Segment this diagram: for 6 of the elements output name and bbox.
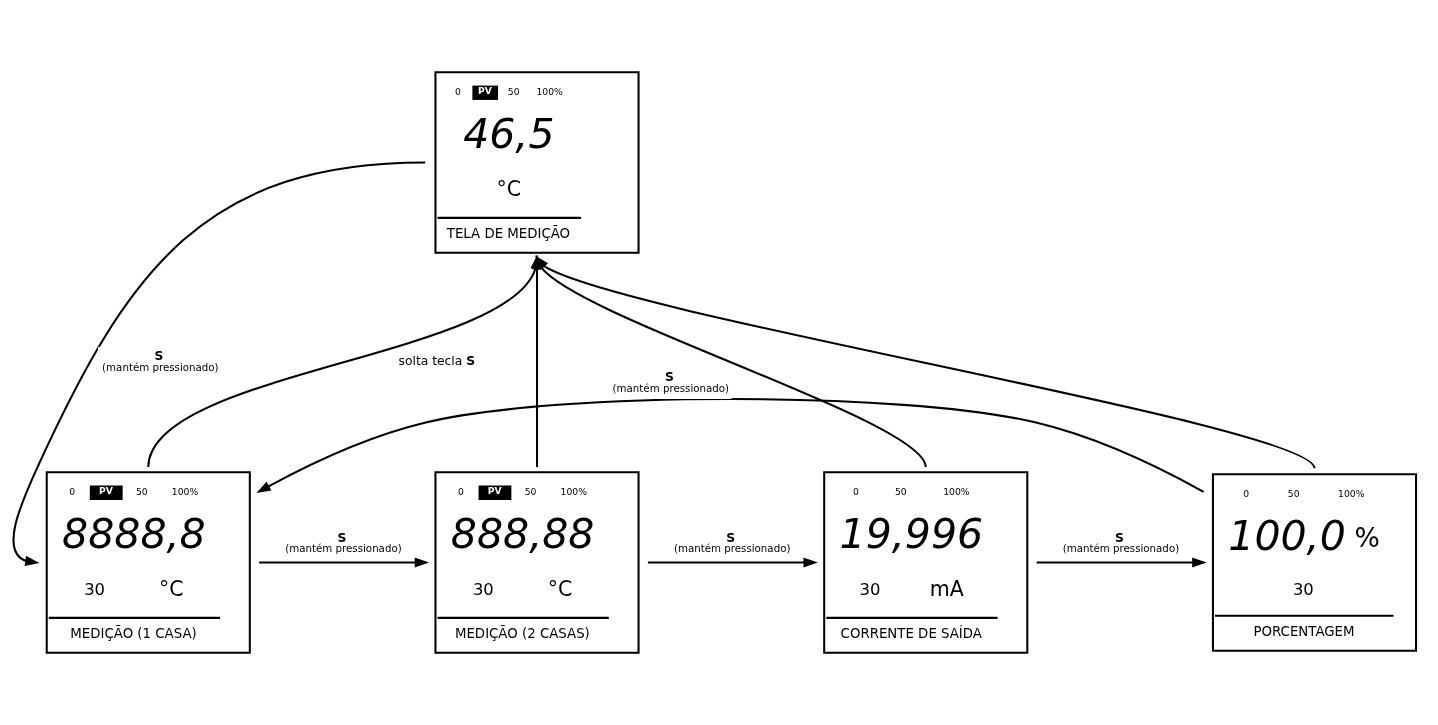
edge-label: S (mantém pressionado) bbox=[1062, 530, 1180, 555]
edge-label: solta tecla S bbox=[398, 354, 476, 369]
edge-label: S (mantém pressionado) bbox=[612, 370, 730, 394]
edge-label: S (mantém pressionado) bbox=[102, 349, 219, 373]
edge-label: S (mantém pressionado) bbox=[285, 530, 402, 555]
edge-label: S (mantém pressionado) bbox=[673, 530, 791, 555]
